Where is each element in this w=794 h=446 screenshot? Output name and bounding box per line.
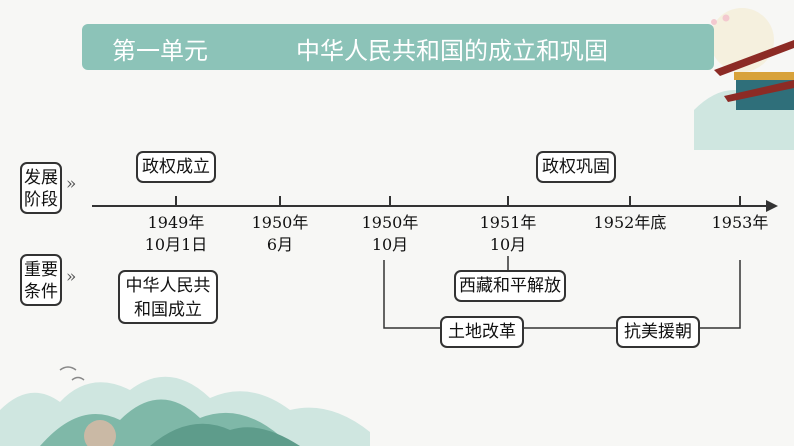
timeline-arrowhead xyxy=(766,200,778,212)
event-prc-founding-box: 中华人民共 和国成立 xyxy=(118,270,218,324)
stage-label: 发展 阶段 xyxy=(20,162,62,214)
date-1952-end: 1952年底 xyxy=(593,213,667,232)
bracket-land-reform-korea xyxy=(383,260,741,329)
stage-founding-box: 政权成立 xyxy=(136,151,216,183)
date-1953: 1953年 xyxy=(711,213,769,232)
title-bar: 第一单元 中华人民共和国的成立和巩固 xyxy=(82,24,714,70)
unit-label: 第一单元 xyxy=(112,37,208,65)
page-title: 中华人民共和国的成立和巩固 xyxy=(296,37,608,65)
event-land-reform-box: 土地改革 xyxy=(440,316,524,348)
event-tibet-box: 西藏和平解放 xyxy=(454,270,566,302)
stage-consolidation-box: 政权巩固 xyxy=(536,151,616,183)
conditions-label: 重要 条件 xyxy=(20,254,62,306)
mountain-decoration xyxy=(0,366,370,446)
chevron-right-icon: » xyxy=(66,267,77,287)
pavilion-decoration xyxy=(694,8,794,150)
chevron-right-icon: » xyxy=(66,174,77,194)
event-korea-box: 抗美援朝 xyxy=(616,316,700,348)
